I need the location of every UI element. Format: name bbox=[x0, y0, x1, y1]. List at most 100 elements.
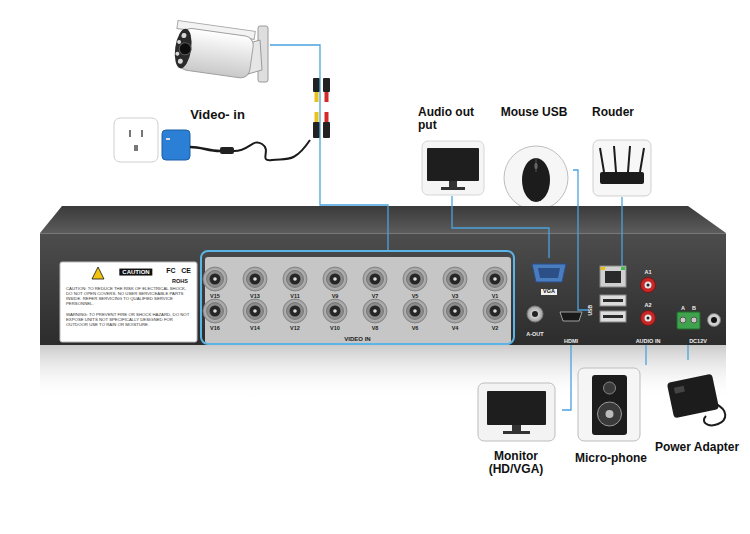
dc-plug bbox=[220, 147, 234, 154]
dc-jack bbox=[708, 314, 721, 327]
router-illustration bbox=[593, 140, 651, 196]
monitor-illustration bbox=[478, 383, 555, 441]
audio-jack bbox=[641, 311, 656, 326]
rca-jack bbox=[527, 306, 543, 322]
plug-boot bbox=[323, 78, 330, 92]
router-body bbox=[600, 172, 644, 184]
connection-wire bbox=[452, 196, 549, 258]
usb-tongue bbox=[603, 315, 623, 318]
channel-label: V15 bbox=[210, 293, 220, 299]
plug-tip bbox=[315, 92, 319, 102]
caution-heading: CAUTION bbox=[119, 269, 152, 276]
power-adapter-plug bbox=[162, 130, 190, 160]
bnc-connector bbox=[443, 299, 467, 323]
lan-port-socket bbox=[605, 271, 621, 283]
lan-led bbox=[621, 267, 625, 270]
device-label: Monitor (HD/VGA) bbox=[470, 450, 562, 476]
usb-port bbox=[600, 295, 626, 306]
bnc-connector bbox=[203, 267, 227, 291]
device-label: Power Adapter bbox=[655, 441, 739, 454]
bnc-connector bbox=[203, 299, 227, 323]
power-plug-illustration bbox=[114, 118, 310, 162]
camera-device: Video- in bbox=[165, 10, 270, 122]
camera-led bbox=[175, 52, 180, 57]
plug-boot bbox=[323, 122, 330, 138]
hdmi-port bbox=[560, 312, 582, 321]
certification-mark: FC bbox=[166, 267, 175, 275]
usb-port bbox=[600, 311, 626, 322]
bnc-connector bbox=[483, 267, 507, 291]
router-antenna bbox=[614, 146, 616, 172]
monitor-stand bbox=[512, 425, 521, 431]
dvr-rear-panel bbox=[40, 233, 726, 345]
router-device: Rouder bbox=[592, 106, 657, 197]
mouse-device: Mouse USB bbox=[495, 106, 573, 212]
video-in-group: VIDEO IN bbox=[200, 250, 515, 345]
channel-label: V11 bbox=[290, 293, 299, 299]
connection-wire bbox=[573, 170, 588, 310]
port-label: A1 bbox=[644, 269, 651, 275]
warning-triangle bbox=[92, 267, 104, 279]
bnc-connector bbox=[323, 267, 347, 291]
bnc-connector bbox=[323, 299, 347, 323]
power-cable bbox=[234, 140, 310, 160]
power-port: DC12V bbox=[672, 305, 724, 345]
camera-front bbox=[172, 28, 193, 70]
speaker-tweeter bbox=[604, 382, 616, 394]
audio-out-device: Audio out put bbox=[418, 106, 486, 196]
bnc-connector bbox=[243, 267, 267, 291]
audio-jack-hole bbox=[647, 284, 650, 287]
video-plate bbox=[205, 257, 511, 344]
channel-label: V1 bbox=[492, 293, 499, 299]
channel-label: V10 bbox=[330, 325, 340, 331]
vga-pins bbox=[538, 268, 560, 278]
camera-led bbox=[178, 58, 184, 64]
connection-wire bbox=[562, 345, 571, 410]
warning-note: WARNING: TO PREVENT FIRE OR SHOCK HAZARD… bbox=[66, 313, 192, 328]
device-label: Audio out put bbox=[418, 106, 486, 132]
router-antenna bbox=[640, 148, 644, 172]
speaker-illustration bbox=[578, 368, 640, 441]
mouse-button-line bbox=[536, 158, 537, 172]
camera-led bbox=[181, 33, 187, 39]
terminal-screw bbox=[691, 317, 697, 323]
panel-edge bbox=[40, 233, 726, 234]
plug-boot bbox=[313, 122, 320, 138]
channel-label: V2 bbox=[492, 325, 499, 331]
certification-mark: ROHS bbox=[172, 278, 188, 284]
channel-label: V16 bbox=[210, 325, 220, 331]
port-label: USB bbox=[588, 305, 593, 316]
adapter-body bbox=[667, 374, 719, 419]
speaker-woofer bbox=[598, 402, 622, 426]
channel-label: V9 bbox=[332, 293, 339, 299]
audio-jack-hole bbox=[647, 317, 650, 320]
dvr-top bbox=[40, 206, 726, 233]
channel-label: V14 bbox=[250, 325, 260, 331]
lan-port bbox=[600, 266, 626, 287]
power-adapter-device: Power Adapter bbox=[652, 360, 742, 454]
channel-label: V3 bbox=[452, 293, 459, 299]
vga-port: VGA bbox=[530, 258, 568, 295]
icon-frame bbox=[504, 146, 568, 210]
channel-label: V4 bbox=[452, 325, 459, 331]
socket-hole bbox=[134, 145, 138, 151]
port-label: HDMI bbox=[564, 339, 578, 345]
wall-socket bbox=[114, 118, 158, 162]
monitor-base bbox=[441, 187, 465, 190]
port-label: A-OUT bbox=[526, 331, 543, 337]
channel-label: V6 bbox=[412, 325, 419, 331]
mouse-wheel bbox=[535, 163, 538, 169]
dc-jack-hole bbox=[711, 317, 717, 323]
bnc-connector bbox=[403, 299, 427, 323]
audio-jack-ring bbox=[645, 282, 652, 289]
channel-label: V13 bbox=[250, 293, 260, 299]
icon-frame bbox=[578, 368, 640, 441]
device-label: Mouse USB bbox=[501, 106, 568, 119]
connectors bbox=[270, 45, 688, 410]
microphone-device: Micro-phone bbox=[572, 365, 650, 465]
caution-sticker bbox=[60, 262, 197, 342]
camera-lens bbox=[178, 42, 192, 56]
lan-wire bbox=[621, 197, 622, 266]
lan-led bbox=[601, 267, 605, 270]
